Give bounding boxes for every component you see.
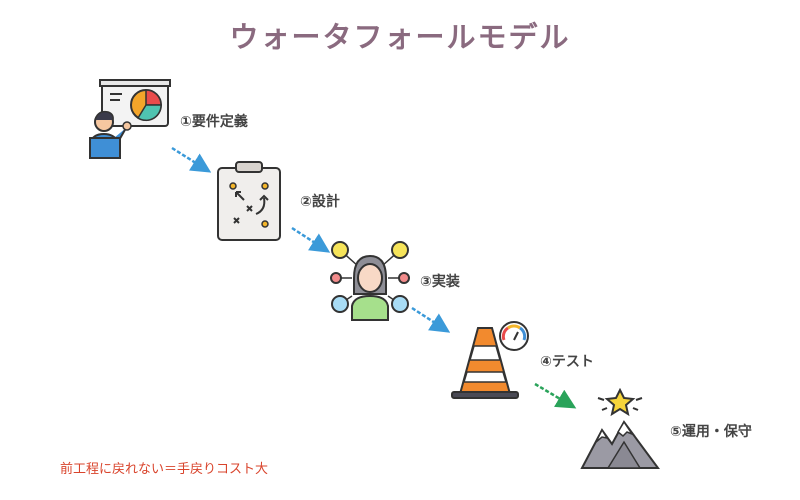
rework-cost-note: 前工程に戻れない＝手戻りコスト大 (60, 462, 269, 477)
arrow-1-2 (171, 146, 212, 173)
stage-label-operations: ⑤運用・保守 (670, 424, 752, 440)
arrow-3-4 (411, 306, 451, 333)
stage-label-design: ②設計 (300, 194, 340, 210)
mountain-star-icon (578, 387, 662, 472)
page-title: ウォータフォールモデル (229, 20, 571, 54)
stage-label-implementation: ③実装 (420, 274, 460, 290)
stage-label-test: ④テスト (540, 354, 594, 370)
strategy-board-icon (214, 160, 284, 242)
developer-network-icon (328, 238, 412, 322)
arrow-4-5 (534, 382, 577, 409)
stage-label-requirements: ①要件定義 (180, 114, 248, 130)
arrow-2-3 (291, 226, 331, 253)
traffic-cone-gauge-icon (448, 318, 532, 400)
presentation-icon (86, 78, 172, 160)
